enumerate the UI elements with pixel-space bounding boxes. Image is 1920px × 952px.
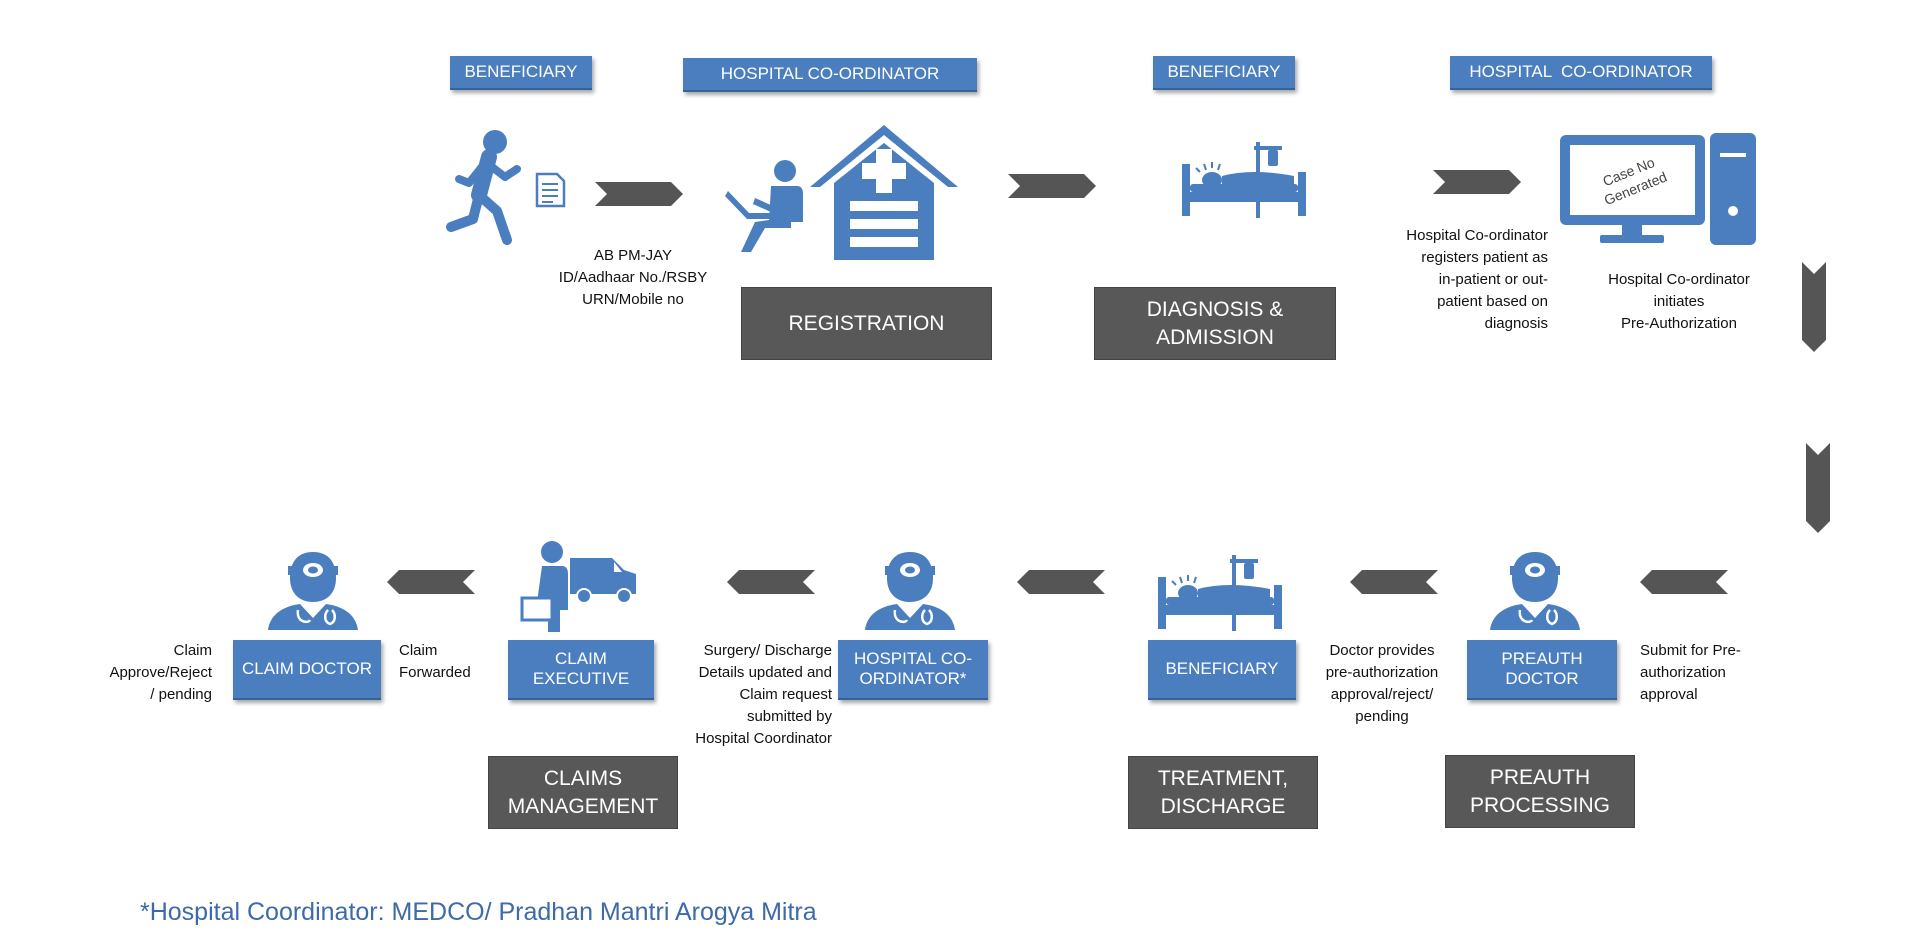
person-laptop-icon	[725, 160, 803, 252]
role-claim-executive: CLAIM EXECUTIVE	[508, 640, 654, 700]
stage-claims-management: CLAIMS MANAGEMENT	[488, 756, 678, 829]
role-hospital-coordinator-star: HOSPITAL CO-ORDINATOR*	[838, 640, 988, 700]
note-id-details: AB PM-JAY ID/Aadhaar No./RSBY URN/Mobile…	[558, 247, 708, 308]
note-submit-preauth: Submit for Pre- authorization approval	[1640, 642, 1741, 703]
role-claim-doctor: CLAIM DOCTOR	[233, 640, 381, 700]
role-hospital-coordinator-1: HOSPITAL CO-ORDINATOR	[683, 58, 977, 92]
doctor-icon-hospital-coordinator	[865, 552, 955, 630]
role-hospital-coordinator-2: HOSPITAL CO-ORDINATOR	[1450, 56, 1712, 90]
stage-treatment-discharge: TREATMENT, DISCHARGE	[1128, 756, 1318, 829]
note-claim-decision: Claim Approve/Reject / pending	[109, 642, 212, 703]
flow-arrow-left-3	[1017, 570, 1105, 594]
role-preauth-doctor: PREAUTH DOCTOR	[1467, 640, 1617, 700]
stage-registration: REGISTRATION	[741, 287, 992, 360]
note-initiates-preauth: Hospital Co-ordinator initiates Pre-Auth…	[1608, 271, 1750, 332]
flow-arrow-left-5	[1640, 570, 1728, 594]
flow-arrow-down-2	[1806, 443, 1830, 533]
footnote: *Hospital Coordinator: MEDCO/ Pradhan Ma…	[140, 898, 817, 926]
note-surgery-discharge: Surgery/ Discharge Details updated and C…	[695, 642, 832, 747]
person-van-icon	[520, 541, 636, 632]
role-beneficiary-1: BENEFICIARY	[450, 56, 592, 90]
flow-arrow-left-4	[1350, 570, 1438, 594]
hospital-icon	[810, 125, 958, 260]
flow-arrow-right-2	[1008, 174, 1096, 198]
running-person-icon	[446, 130, 521, 245]
flow-arrow-right-1	[595, 182, 683, 206]
doctor-icon-preauth	[1490, 552, 1580, 630]
stage-preauth-processing: PREAUTH PROCESSING	[1445, 755, 1635, 828]
role-beneficiary-2: BENEFICIARY	[1153, 56, 1295, 90]
flow-arrow-left-1	[387, 570, 475, 594]
document-icon	[535, 172, 566, 208]
flow-arrow-down-1	[1802, 262, 1826, 352]
role-beneficiary-3: BENEFICIARY	[1148, 640, 1296, 700]
patient-bed-icon-2	[1158, 555, 1282, 631]
stage-diagnosis-admission: DIAGNOSIS & ADMISSION	[1094, 287, 1336, 360]
patient-bed-icon-1	[1182, 142, 1306, 218]
note-registers-patient: Hospital Co-ordinator registers patient …	[1406, 227, 1548, 332]
doctor-icon-claim	[268, 552, 358, 630]
note-doctor-provides: Doctor provides pre-authorization approv…	[1325, 642, 1439, 725]
flow-arrow-right-3	[1433, 170, 1521, 194]
flow-arrow-left-2	[727, 570, 815, 594]
note-claim-forwarded: Claim Forwarded	[399, 642, 471, 681]
computer-icon: Case No Generated	[1560, 133, 1756, 245]
